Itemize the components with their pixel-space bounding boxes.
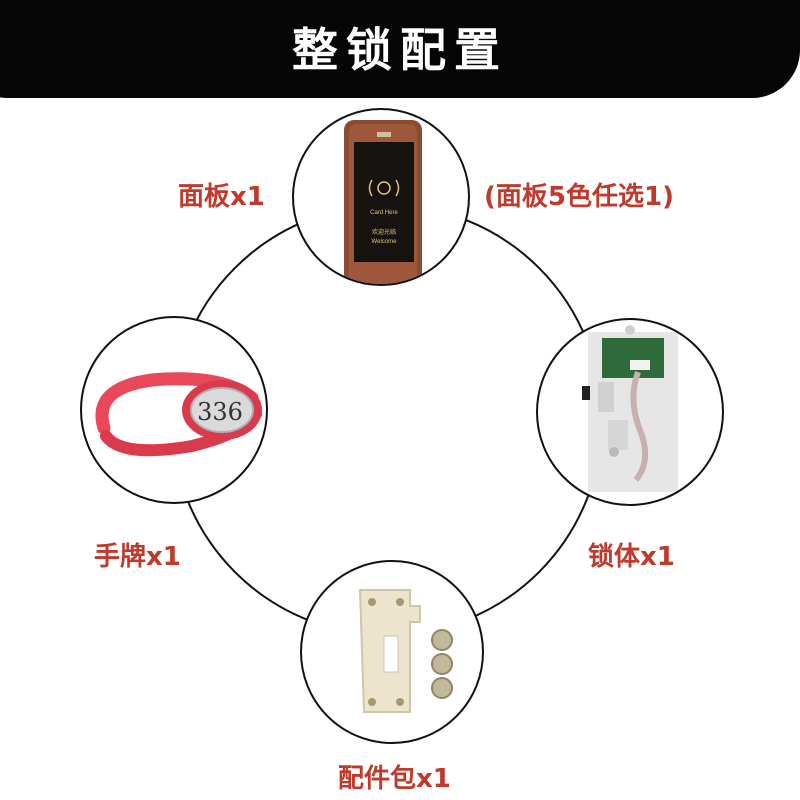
wristband-image-circle: 336 [80, 316, 268, 504]
accessory-kit-image-circle [300, 560, 484, 744]
panel-note: (面板5色任选1) [484, 182, 674, 212]
accessory-kit-label: 配件包x1 [338, 764, 451, 794]
panel-label: 面板x1 [178, 182, 265, 212]
panel-picture: Card Here 欢迎光临 Welcome [344, 120, 422, 284]
wristband-picture: 336 [95, 372, 262, 457]
panel-screen-text-2: 欢迎光临 [372, 228, 396, 236]
panel-screen-text-1: Card Here [370, 210, 398, 216]
accessory-kit-picture [358, 589, 453, 713]
panel-image-circle: Card Here 欢迎光临 Welcome [292, 108, 470, 286]
page-title: 整锁配置 [292, 23, 508, 77]
lock-body-label: 锁体x1 [588, 542, 675, 572]
lock-body-picture [582, 325, 678, 492]
title-banner [0, 0, 800, 98]
wristband-label: 手牌x1 [94, 542, 181, 572]
wristband-number: 336 [197, 398, 243, 426]
panel-screen-text-3: Welcome [372, 239, 398, 245]
lock-body-image-circle [536, 318, 724, 506]
